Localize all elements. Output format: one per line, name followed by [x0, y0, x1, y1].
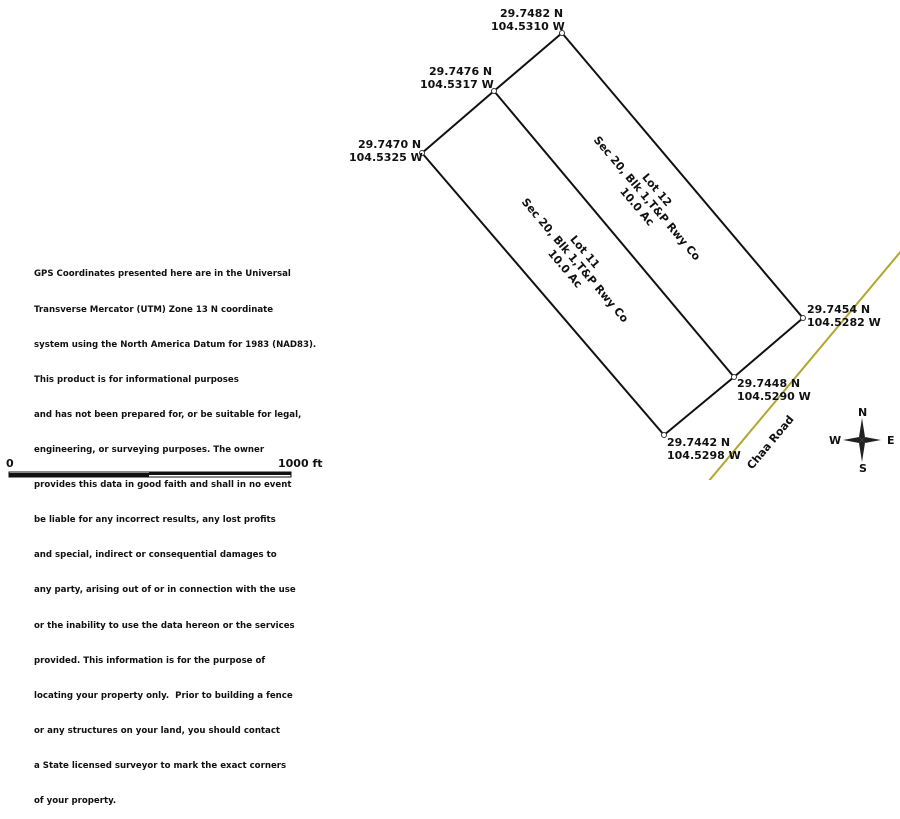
- corner-lat: 29.7454 N: [807, 303, 870, 316]
- corner-lat: 29.7448 N: [737, 377, 800, 390]
- disclaimer-line: GPS Coordinates presented here are in th…: [34, 269, 291, 280]
- corner-label-mid-top: 29.7476 N 104.5317 W: [420, 65, 494, 91]
- lot-11-label: Lot 11 Sec 20, Blk 1,T&P Rwy Co 10.0 Ac: [519, 196, 631, 326]
- corner-lon: 104.5310 W: [491, 20, 565, 33]
- corner-marker: [800, 315, 806, 321]
- disclaimer-line: system using the North America Datum for…: [34, 339, 317, 350]
- compass-east: E: [887, 434, 895, 447]
- lot-description: Sec 20, Blk 1,T&P Rwy Co: [591, 134, 703, 264]
- disclaimer-line: or any structures on your land, you shou…: [34, 725, 281, 736]
- disclaimer-line: engineering, or surveying purposes. The …: [34, 444, 265, 455]
- lot-boundaries: [421, 32, 804, 436]
- boundary-west-lot11: [421, 152, 665, 436]
- corner-label-mid-bottom: 29.7448 N 104.5290 W: [737, 377, 811, 403]
- disclaimer-line: any party, arising out of or in connecti…: [34, 585, 296, 596]
- corner-lat: 29.7476 N: [429, 65, 492, 78]
- corner-lon: 104.5290 W: [737, 390, 811, 403]
- disclaimer-line: of your property.: [34, 796, 117, 807]
- corner-lon: 104.5282 W: [807, 316, 881, 329]
- corner-marker: [559, 30, 565, 36]
- corner-lon: 104.5325 W: [349, 151, 423, 164]
- boundary-east-lot12: [561, 32, 804, 319]
- disclaimer-line: and has not been prepared for, or be sui…: [34, 409, 302, 420]
- corner-label-left: 29.7470 N 104.5325 W: [349, 138, 423, 164]
- scale-start: 0: [6, 457, 14, 470]
- boundary-lot-divider: [493, 90, 735, 378]
- scale-bar: 0 1000 ft: [6, 457, 323, 478]
- corner-lat: 29.7470 N: [358, 138, 421, 151]
- compass-north: N: [858, 406, 867, 419]
- compass-rose-icon: N S W E: [829, 406, 895, 475]
- scale-end: 1000 ft: [278, 457, 323, 470]
- corner-marker: [491, 88, 497, 94]
- corner-marker: [419, 150, 425, 156]
- compass-south: S: [859, 462, 867, 475]
- corner-lon: 104.5298 W: [667, 449, 741, 462]
- compass-west: W: [829, 434, 841, 447]
- lot-12-label: Lot 12 Sec 20, Blk 1,T&P Rwy Co 10.0 Ac: [591, 134, 703, 264]
- corner-marker: [731, 374, 737, 380]
- lot-description: Sec 20, Blk 1,T&P Rwy Co: [519, 196, 631, 326]
- road-line: [708, 250, 900, 480]
- corner-lat: 29.7442 N: [667, 436, 730, 449]
- disclaimer-line: This product is for informational purpos…: [34, 374, 239, 385]
- corner-lon: 104.5317 W: [420, 78, 494, 91]
- corner-label-right: 29.7454 N 104.5282 W: [807, 303, 881, 329]
- disclaimer-line: be liable for any incorrect results, any…: [34, 515, 276, 526]
- disclaimer-line: provided. This information is for the pu…: [34, 655, 266, 666]
- disclaimer-line: and special, indirect or consequential d…: [34, 550, 277, 561]
- corner-markers: [419, 30, 806, 438]
- disclaimer-line: a State licensed surveyor to mark the ex…: [34, 760, 287, 771]
- corner-label-bottom: 29.7442 N 104.5298 W: [667, 436, 741, 462]
- disclaimer-line: Transverse Mercator (UTM) Zone 13 N coor…: [34, 304, 274, 315]
- corner-marker: [661, 432, 667, 438]
- disclaimer-line: locating your property only. Prior to bu…: [34, 690, 293, 701]
- road-label: Chaa Road: [744, 413, 796, 472]
- corner-label-top: 29.7482 N 104.5310 W: [491, 7, 565, 33]
- plat-map: Chaa Road 29.7482 N 104.5310 W 29.7476 N…: [6, 7, 900, 480]
- disclaimer-line: or the inability to use the data hereon …: [34, 620, 295, 631]
- corner-lat: 29.7482 N: [500, 7, 563, 20]
- disclaimer-line: provides this data in good faith and sha…: [34, 480, 292, 491]
